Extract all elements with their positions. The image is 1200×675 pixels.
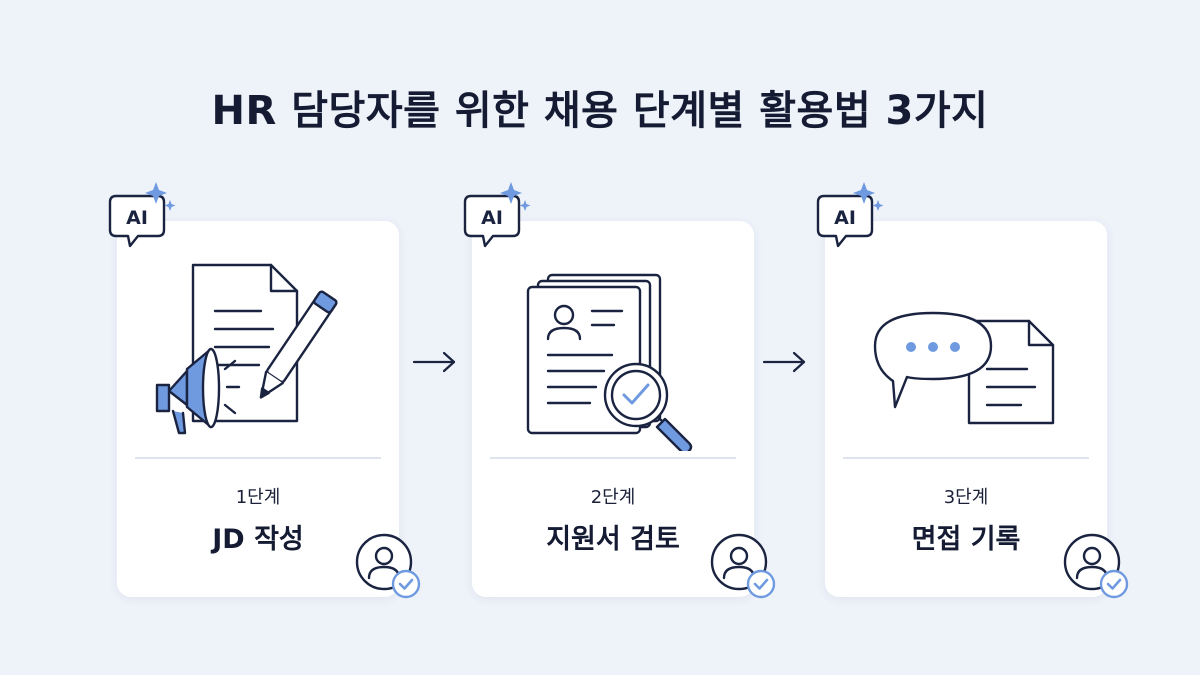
verified-user-icon	[710, 533, 776, 599]
speech-bubble-document-icon	[873, 311, 1055, 425]
step-card-review: 2단계 지원서 검토	[472, 221, 754, 597]
ai-badge-label: AI	[834, 207, 856, 229]
document-pencil-megaphone-icon	[155, 263, 338, 435]
arrow-right-icon	[762, 351, 806, 373]
verified-user-icon	[355, 533, 421, 599]
step-name: 지원서 검토	[546, 524, 680, 555]
step-number: 3단계	[943, 487, 989, 508]
step-number: 2단계	[590, 487, 636, 508]
card-divider	[490, 457, 736, 459]
card-divider	[135, 457, 381, 459]
step-number: 1단계	[235, 487, 281, 508]
verified-user-icon	[1063, 533, 1129, 599]
step-name: 면접 기록	[911, 524, 1021, 555]
step-card-jd: 1단계 JD 작성	[117, 221, 399, 597]
ai-badge-icon: AI	[463, 182, 531, 248]
ai-badge-label: AI	[481, 207, 503, 229]
step-name: JD 작성	[212, 524, 304, 555]
ai-badge-icon: AI	[108, 182, 176, 248]
arrow-right-icon	[412, 351, 456, 373]
ai-badge-icon: AI	[816, 182, 884, 248]
step-card-interview: 3단계 면접 기록	[825, 221, 1107, 597]
resume-magnifier-check-icon	[526, 273, 693, 451]
ai-badge-label: AI	[126, 207, 148, 229]
page-title: HR 담당자를 위한 채용 단계별 활용법 3가지	[211, 88, 989, 134]
card-divider	[843, 457, 1089, 459]
